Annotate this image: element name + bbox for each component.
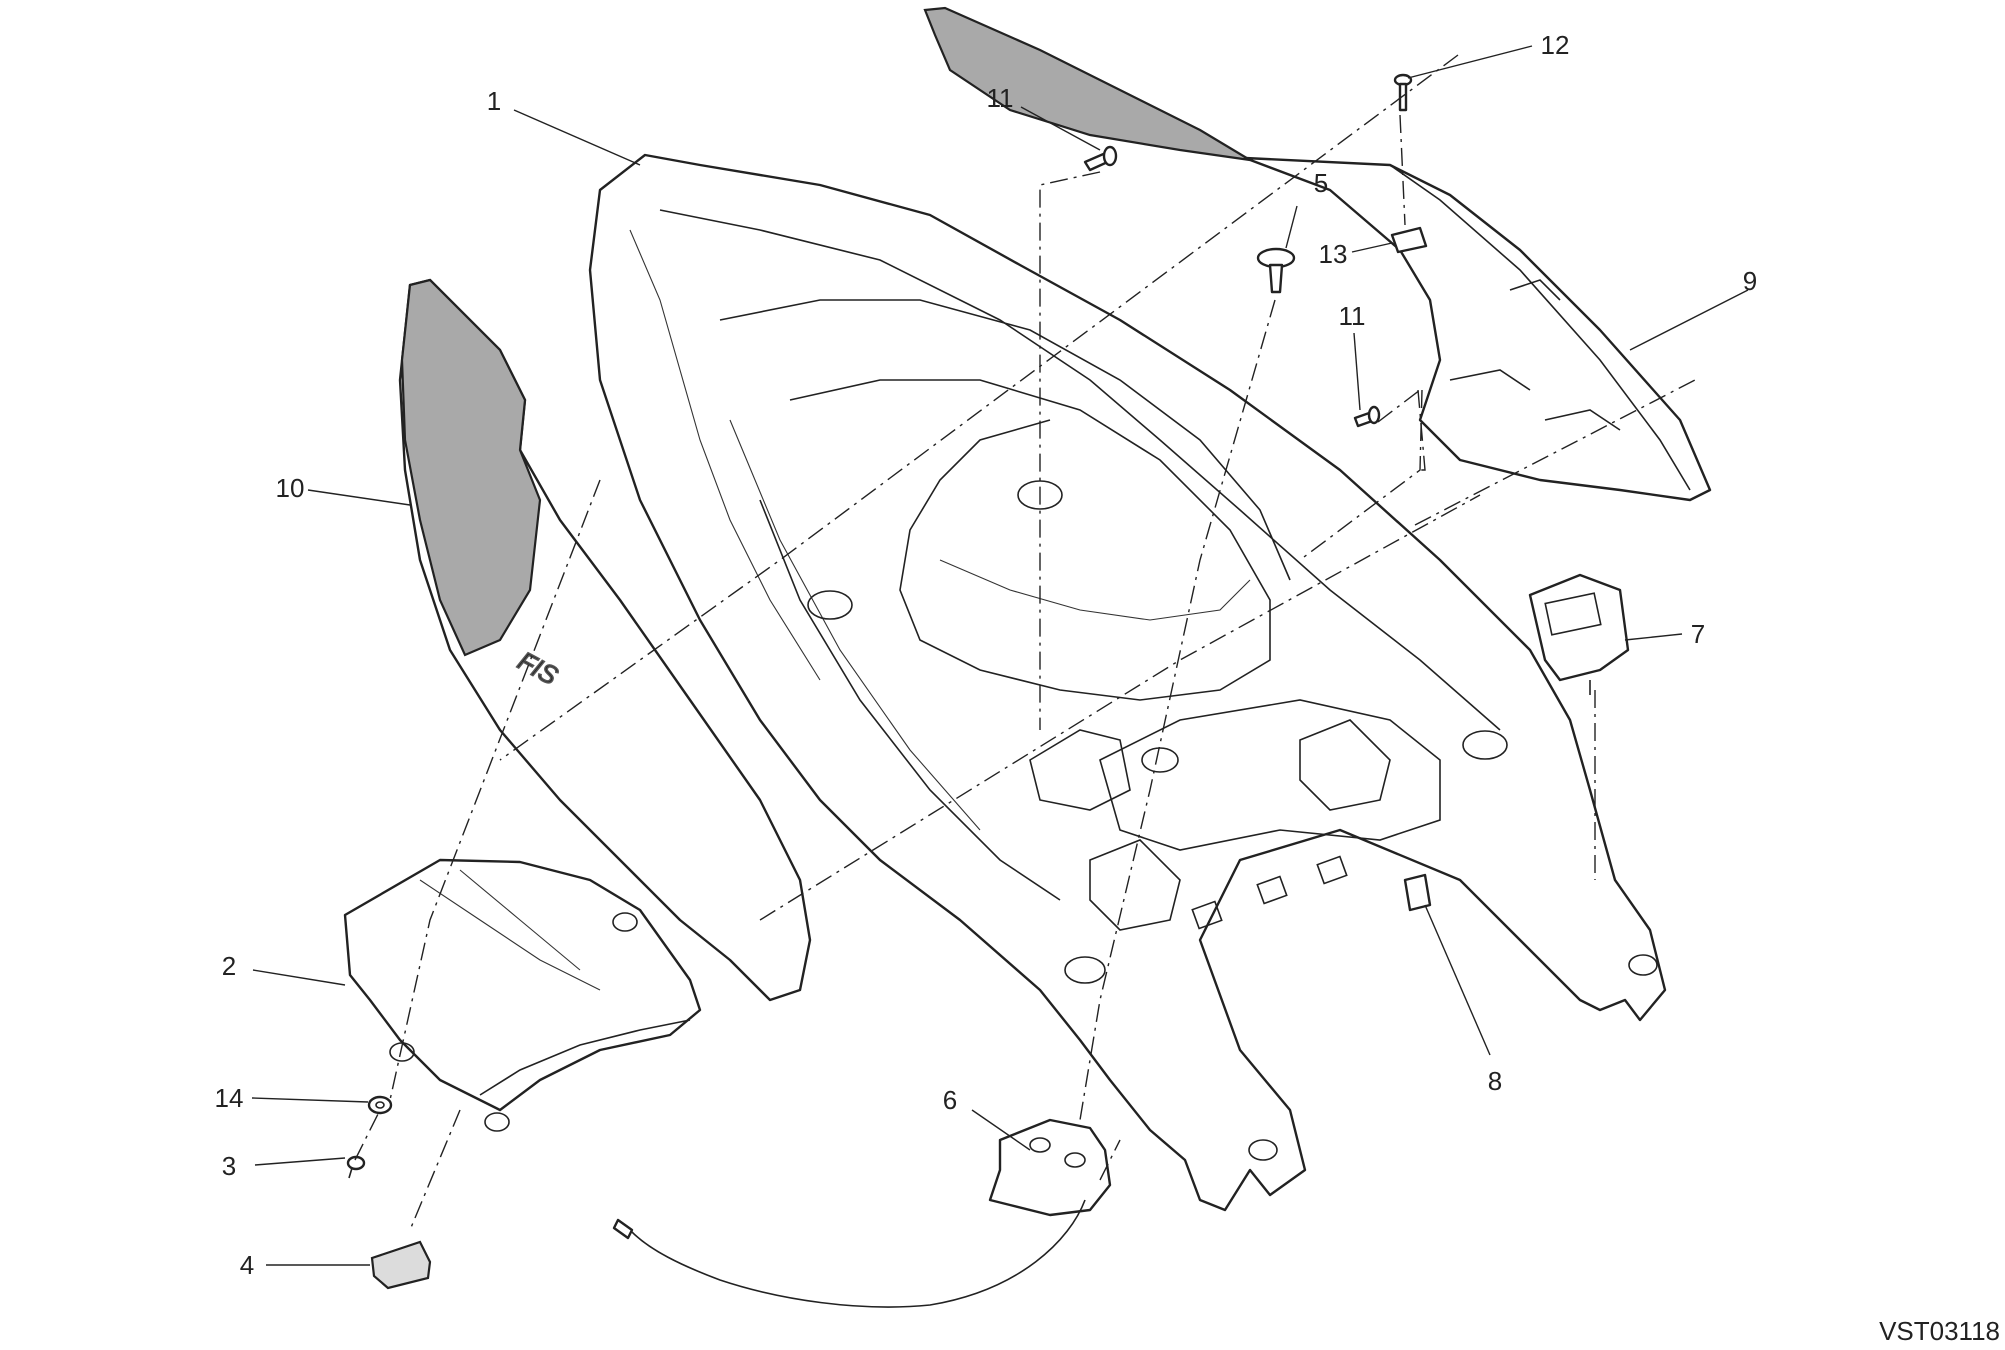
callout-3: 3	[222, 1151, 236, 1181]
block-part-8	[1403, 873, 1432, 912]
seat-cover-part-2	[343, 858, 702, 1132]
callout-11-upper: 11	[987, 83, 1014, 113]
screw-part-12	[1393, 73, 1413, 112]
callout-10: 10	[276, 473, 305, 503]
seat-lock-part-6	[612, 1118, 1112, 1308]
leader-lines	[251, 45, 1749, 1266]
callout-11-lower: 11	[1339, 301, 1366, 331]
callout-2: 2	[222, 951, 236, 981]
screw-part-3	[346, 1155, 366, 1179]
callout-7: 7	[1691, 619, 1705, 649]
callout-6: 6	[943, 1085, 957, 1115]
washer-part-14	[367, 1095, 393, 1115]
callout-13: 13	[1319, 239, 1348, 269]
screw-part-11-lower	[1353, 405, 1381, 428]
screw-part-5	[1256, 247, 1296, 294]
side-fairing-part-10: FIS	[398, 278, 812, 1002]
callout-9: 9	[1743, 266, 1757, 296]
seat-frame-part-1	[588, 153, 1667, 1212]
assembly-lines	[354, 54, 1696, 1231]
callout-5: 5	[1314, 168, 1328, 198]
callout-8: 8	[1488, 1066, 1502, 1096]
switch-part-7	[1528, 573, 1630, 695]
callout-14: 14	[215, 1083, 244, 1113]
callout-12: 12	[1541, 30, 1570, 60]
cap-part-4	[370, 1240, 432, 1290]
clip-nut-part-13	[1390, 226, 1428, 254]
drawing-code: VST03118	[1879, 1316, 2000, 1346]
callout-4: 4	[240, 1250, 254, 1280]
side-fairing-part-9	[923, 6, 1712, 502]
callout-1: 1	[487, 86, 501, 116]
screw-part-11-upper	[1083, 145, 1118, 172]
callout-labels: 1 2 3 4 5 6 7 8 9 10 11 11 12 13 14	[215, 30, 1758, 1280]
